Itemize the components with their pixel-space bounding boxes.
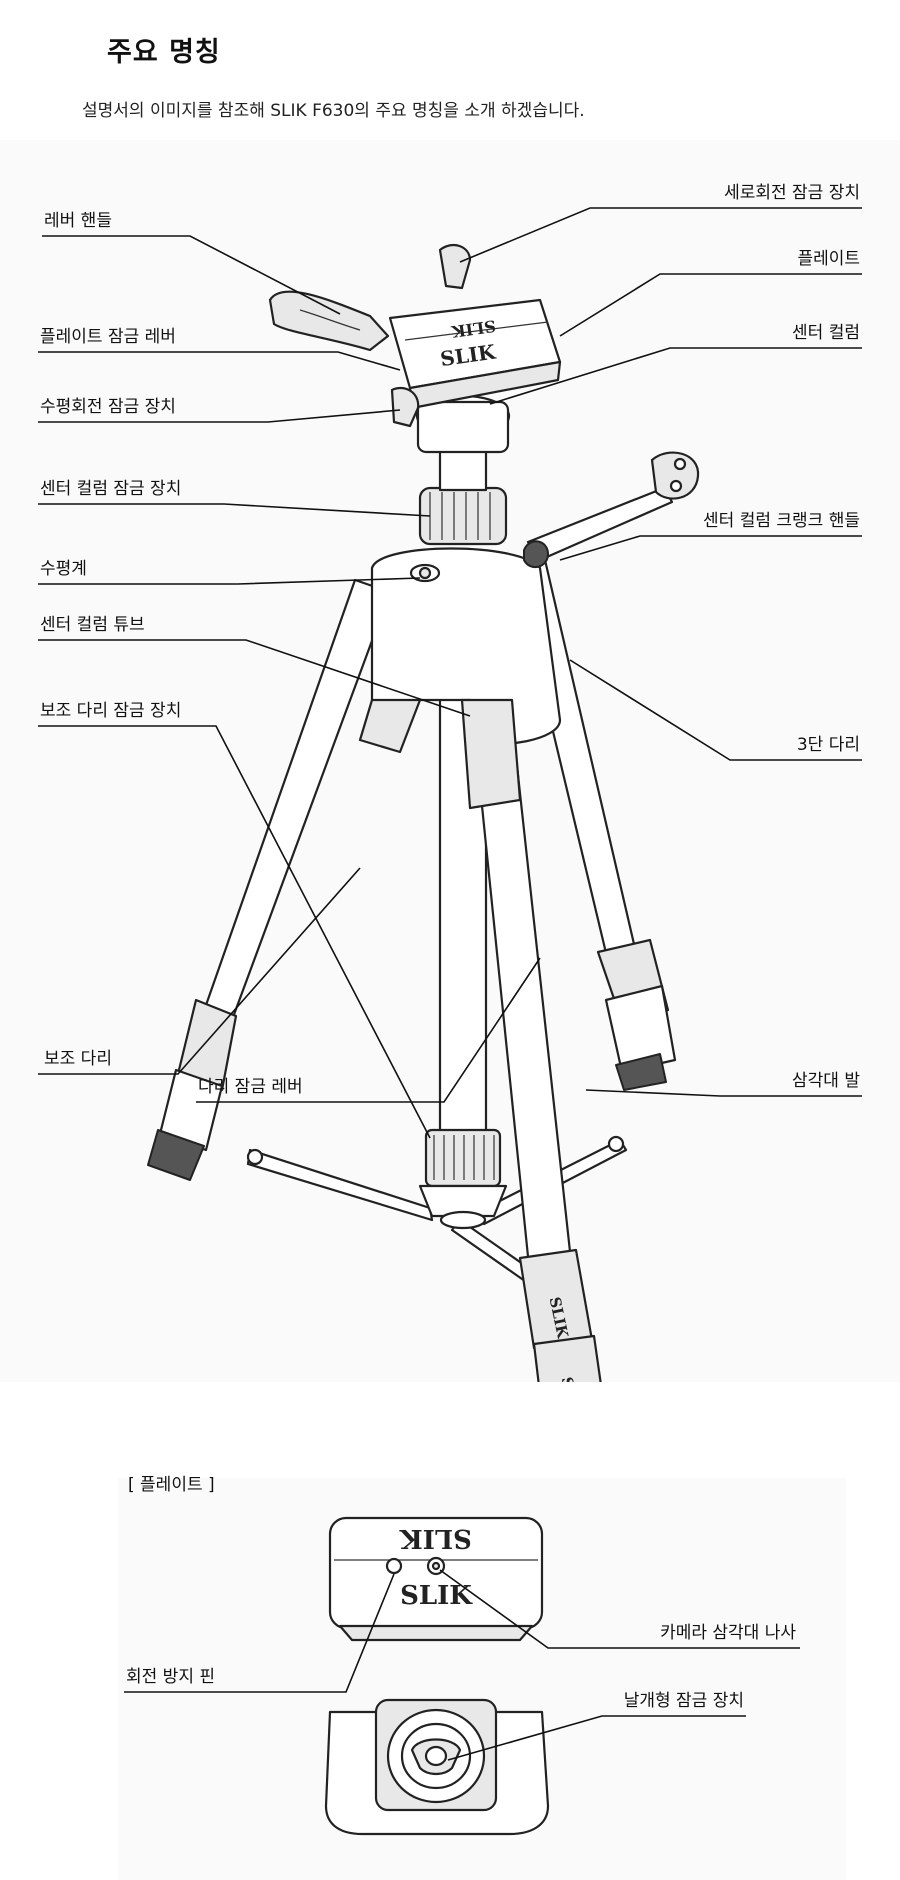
label-column-tube: 센터 컬럼 튜브 [40, 615, 145, 635]
leader-leg-lock-lever [196, 957, 541, 1103]
leader-plate [559, 273, 862, 337]
intro-text: 설명서의 이미지를 참조해 SLIK F630의 주요 명칭을 소개 하겠습니다… [82, 101, 585, 121]
leader-tripod-foot [585, 1089, 862, 1097]
label-tilt-lock: 세로회전 잠금 장치 [724, 183, 860, 203]
leader-column-lock [38, 503, 431, 517]
leader-center-column [489, 347, 862, 405]
label-lever-handle: 레버 핸들 [44, 211, 112, 231]
label-tripod-foot: 삼각대 발 [792, 1071, 860, 1091]
leader-column-tube [38, 639, 471, 717]
leader-lever-handle [42, 235, 341, 315]
label-leg-lock-lever: 다리 잠금 레버 [198, 1077, 303, 1097]
label-brace-lock: 보조 다리 잠금 장치 [40, 701, 181, 721]
label-level: 수평계 [40, 559, 87, 579]
label-three-section-leg: 3단 다리 [797, 735, 860, 755]
page-title: 주요 명칭 [107, 37, 221, 68]
leader-tilt-lock [459, 207, 862, 263]
plate-diagram [118, 1478, 846, 1880]
label-center-column: 센터 컬럼 [792, 323, 860, 343]
leader-brace-lock [38, 725, 431, 1139]
label-crank-handle: 센터 컬럼 크랭크 핸들 [703, 511, 860, 531]
pan-head-drawing: SLIK SLIK [268, 243, 562, 454]
column-lock-collar-drawing [418, 438, 508, 546]
leader-three-section-leg [569, 659, 862, 761]
leader-crank-handle [559, 535, 862, 561]
label-plate-lock-lever: 플레이트 잠금 레버 [40, 327, 176, 347]
leader-brace-leg [38, 867, 361, 1075]
svg-text:SLIK: SLIK [558, 1375, 584, 1382]
label-pan-lock: 수평회전 잠금 장치 [40, 397, 176, 417]
leader-plate-lock-lever [38, 351, 401, 371]
crank-handle-drawing [523, 451, 700, 569]
tripod-diagram: SLIK SLIK [0, 140, 900, 1382]
label-brace-leg: 보조 다리 [44, 1049, 112, 1069]
leader-pan-lock [38, 409, 401, 423]
label-column-lock: 센터 컬럼 잠금 장치 [40, 479, 181, 499]
leader-level [38, 577, 421, 585]
tripod-illustration: SLIK SLIK [38, 183, 862, 1382]
label-plate: 플레이트 [797, 249, 860, 269]
leg-hub-drawing [358, 547, 562, 810]
